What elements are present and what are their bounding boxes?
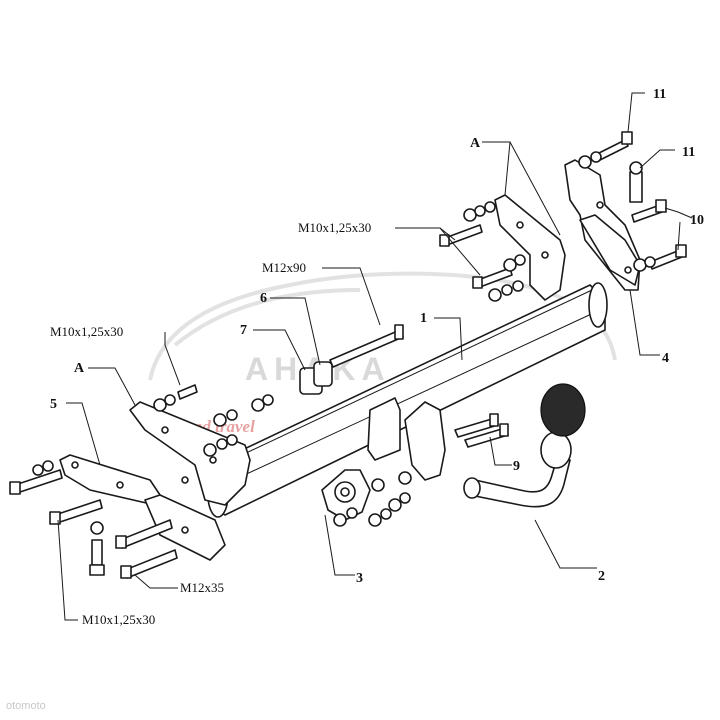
callout-m12x35: M12x35 xyxy=(180,580,224,595)
callout-11-top: 11 xyxy=(653,87,666,102)
callout-labels: 1 2 3 4 5 6 7 9 10 11 11 A A M12x90 M12x… xyxy=(50,87,704,627)
callout-11-lower: 11 xyxy=(682,145,695,160)
bolts-9 xyxy=(454,413,509,448)
callout-m10-left: M10x1,25x30 xyxy=(50,324,123,339)
callout-m12x90: M12x90 xyxy=(262,260,306,275)
side-plate-4 xyxy=(564,159,641,291)
left-bracket-a xyxy=(129,401,251,506)
callout-1: 1 xyxy=(420,311,427,326)
callout-3: 3 xyxy=(356,571,363,586)
corner-watermark: otomoto xyxy=(6,700,46,712)
callout-7: 7 xyxy=(240,323,247,338)
callout-4: 4 xyxy=(662,351,669,366)
ball-neck xyxy=(463,383,586,508)
callout-m10-top: M10x1,25x30 xyxy=(298,220,371,235)
ball-cover xyxy=(540,383,586,437)
side-plate-5 xyxy=(59,454,226,561)
callout-m10-bottom: M10x1,25x30 xyxy=(82,612,155,627)
callout-2: 2 xyxy=(598,569,605,584)
callout-a-left: A xyxy=(74,361,85,376)
callout-10: 10 xyxy=(690,213,704,228)
spacer-7 xyxy=(299,361,333,395)
leader-lines xyxy=(57,92,693,621)
watermark-car-roof xyxy=(173,288,361,347)
center-mount xyxy=(321,397,446,521)
hardware-set xyxy=(9,131,687,579)
callout-6: 6 xyxy=(260,291,267,306)
callout-9: 9 xyxy=(513,459,520,474)
callout-5: 5 xyxy=(50,397,57,412)
right-bracket-a xyxy=(494,194,566,301)
callout-a-top: A xyxy=(470,136,481,151)
